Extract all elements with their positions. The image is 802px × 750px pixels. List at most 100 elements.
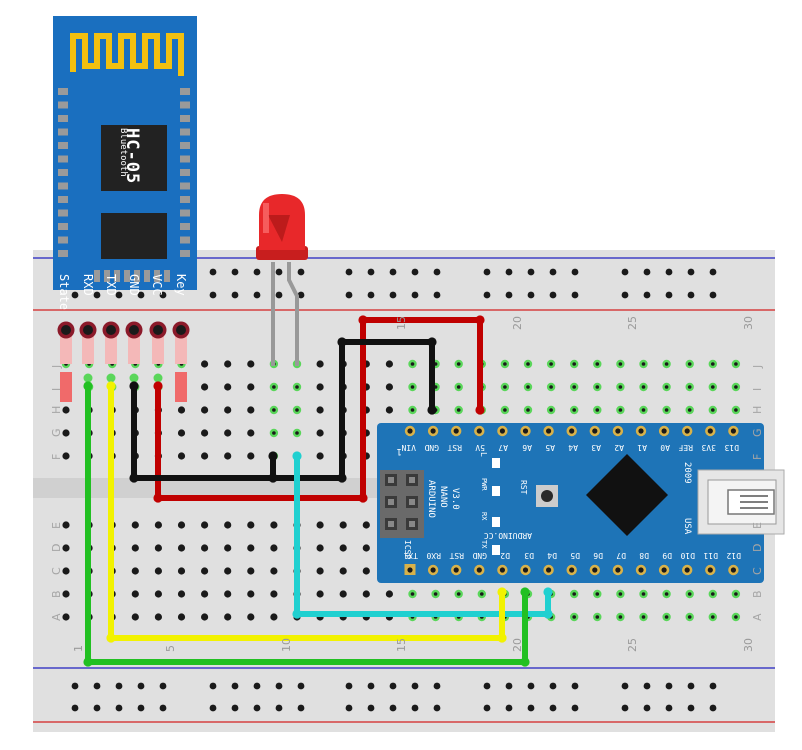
rail-hole[interactable] [231, 291, 239, 299]
rail-hole[interactable] [367, 682, 375, 690]
rail-hole[interactable] [665, 268, 673, 276]
rail-hole[interactable] [209, 704, 217, 712]
reset-button-cap[interactable] [541, 490, 553, 502]
breadboard-hole[interactable] [224, 360, 232, 368]
breadboard-hole[interactable] [224, 590, 232, 598]
rail-hole[interactable] [297, 291, 305, 299]
breadboard-hole[interactable] [62, 544, 70, 552]
rail-hole[interactable] [231, 268, 239, 276]
rail-hole[interactable] [411, 704, 419, 712]
breadboard-hole[interactable] [385, 383, 393, 391]
breadboard-hole[interactable] [247, 406, 255, 414]
breadboard-hole[interactable] [270, 613, 278, 621]
breadboard-hole[interactable] [177, 613, 186, 621]
rail-hole[interactable] [505, 291, 513, 299]
rail-hole[interactable] [571, 704, 579, 712]
breadboard-hole[interactable] [177, 521, 186, 529]
rail-hole[interactable] [93, 682, 101, 690]
rail-hole[interactable] [643, 704, 651, 712]
rail-hole[interactable] [483, 268, 491, 276]
breadboard-hole[interactable] [62, 429, 70, 437]
breadboard-hole[interactable] [247, 429, 255, 437]
breadboard-hole[interactable] [224, 406, 232, 414]
breadboard-hole[interactable] [316, 590, 324, 598]
rail-hole[interactable] [93, 704, 101, 712]
breadboard-hole[interactable] [316, 406, 324, 414]
breadboard-hole[interactable] [270, 544, 278, 552]
breadboard-hole[interactable] [270, 521, 278, 529]
rail-hole[interactable] [71, 291, 79, 299]
rail-hole[interactable] [549, 704, 557, 712]
rail-hole[interactable] [571, 682, 579, 690]
rail-hole[interactable] [137, 682, 145, 690]
breadboard-hole[interactable] [224, 383, 232, 391]
rail-hole[interactable] [297, 268, 305, 276]
rail-hole[interactable] [345, 291, 353, 299]
breadboard-hole[interactable] [224, 521, 232, 529]
rail-hole[interactable] [621, 704, 629, 712]
rail-hole[interactable] [505, 682, 513, 690]
breadboard-hole[interactable] [247, 590, 255, 598]
rail-hole[interactable] [687, 268, 695, 276]
rail-hole[interactable] [209, 682, 217, 690]
rail-hole[interactable] [253, 291, 261, 299]
breadboard-hole[interactable] [201, 452, 209, 460]
rail-hole[interactable] [665, 291, 673, 299]
breadboard-hole[interactable] [131, 521, 139, 529]
breadboard-hole[interactable] [131, 544, 139, 552]
rail-hole[interactable] [709, 291, 717, 299]
rail-hole[interactable] [687, 291, 695, 299]
breadboard-hole[interactable] [177, 544, 186, 552]
breadboard-hole[interactable] [247, 567, 255, 575]
breadboard-hole[interactable] [385, 406, 393, 414]
breadboard-hole[interactable] [201, 383, 209, 391]
breadboard-hole[interactable] [316, 452, 324, 460]
rail-hole[interactable] [389, 291, 397, 299]
breadboard-hole[interactable] [201, 613, 209, 621]
breadboard-hole[interactable] [224, 567, 232, 575]
rail-hole[interactable] [621, 291, 629, 299]
rail-hole[interactable] [527, 704, 535, 712]
breadboard-hole[interactable] [62, 567, 70, 575]
rail-hole[interactable] [527, 268, 535, 276]
rail-hole[interactable] [231, 704, 239, 712]
rail-hole[interactable] [253, 704, 261, 712]
breadboard-hole[interactable] [154, 521, 162, 529]
breadboard-hole[interactable] [339, 567, 347, 575]
breadboard-hole[interactable] [177, 590, 186, 598]
rail-hole[interactable] [621, 682, 629, 690]
rail-hole[interactable] [621, 268, 629, 276]
breadboard-hole[interactable] [316, 429, 324, 437]
breadboard-hole[interactable] [201, 360, 209, 368]
rail-hole[interactable] [159, 704, 167, 712]
rail-hole[interactable] [389, 704, 397, 712]
breadboard-hole[interactable] [224, 452, 232, 460]
breadboard-hole[interactable] [247, 544, 255, 552]
rail-hole[interactable] [137, 704, 145, 712]
breadboard-hole[interactable] [270, 590, 278, 598]
rail-hole[interactable] [159, 682, 167, 690]
breadboard-hole[interactable] [177, 452, 186, 460]
rail-hole[interactable] [253, 682, 261, 690]
breadboard-hole[interactable] [339, 521, 347, 529]
breadboard-hole[interactable] [339, 544, 347, 552]
rail-hole[interactable] [505, 268, 513, 276]
cyan-wire-led[interactable] [294, 456, 551, 617]
rail-hole[interactable] [209, 268, 217, 276]
rail-hole[interactable] [549, 268, 557, 276]
breadboard-hole[interactable] [316, 521, 324, 529]
rail-hole[interactable] [549, 291, 557, 299]
breadboard-hole[interactable] [201, 429, 209, 437]
breadboard-hole[interactable] [247, 360, 255, 368]
breadboard-hole[interactable] [224, 544, 232, 552]
breadboard-hole[interactable] [154, 567, 162, 575]
breadboard-hole[interactable] [316, 544, 324, 552]
breadboard-hole[interactable] [154, 590, 162, 598]
breadboard-hole[interactable] [247, 613, 255, 621]
rail-hole[interactable] [93, 291, 101, 299]
breadboard-hole[interactable] [177, 429, 186, 437]
breadboard-hole[interactable] [247, 383, 255, 391]
breadboard-hole[interactable] [362, 590, 370, 598]
breadboard-hole[interactable] [201, 567, 209, 575]
breadboard-hole[interactable] [177, 406, 186, 414]
